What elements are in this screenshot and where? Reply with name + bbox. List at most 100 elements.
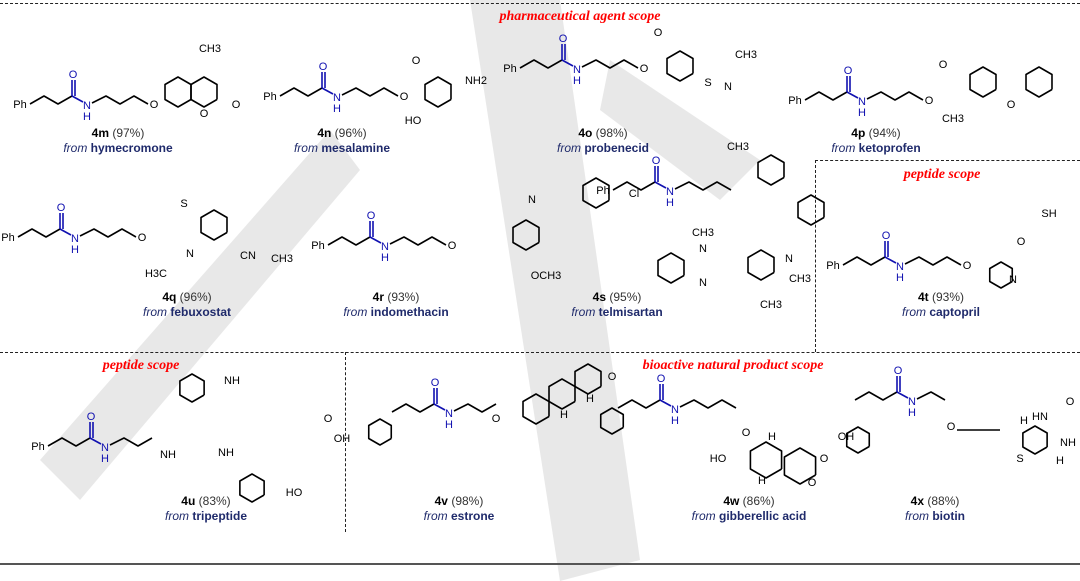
atom-label: O (150, 99, 159, 111)
ring (190, 76, 218, 108)
atom-label: O (559, 33, 568, 45)
from-label: from (831, 141, 856, 155)
bond (884, 256, 897, 264)
atom-label: HO (286, 487, 303, 499)
atom-label: O (69, 69, 78, 81)
atom-label: O (232, 99, 241, 111)
atom-label: H (858, 107, 866, 119)
bond (391, 403, 435, 413)
compound-caption-4w: 4w (86%)from gibberellic acid (692, 494, 807, 524)
compound-id: 4q (162, 290, 177, 304)
source-name: indomethacin (370, 305, 449, 319)
atom-label: N (83, 100, 91, 112)
atom-label: H (83, 111, 91, 123)
source-name: captopril (929, 305, 981, 319)
compound-yield: (95%) (609, 290, 642, 304)
atom-label: O (492, 413, 501, 425)
divider (0, 352, 1080, 353)
atom-label: N (671, 404, 679, 416)
atom-label: O (939, 59, 948, 71)
bond (904, 256, 962, 266)
bond (341, 87, 399, 97)
atom-label: N (573, 64, 581, 76)
compound-id: 4m (91, 126, 109, 140)
compound-yield: (86%) (742, 494, 775, 508)
atom-label: Ph (13, 99, 26, 111)
from-label: from (691, 509, 716, 523)
bond (804, 91, 848, 101)
atom-label: Cl (629, 188, 639, 200)
atom-label: CH3 (199, 43, 221, 55)
atom-label: O (431, 377, 440, 389)
atom-label: S (704, 77, 711, 89)
section-header-natural-product: bioactive natural product scope (642, 358, 824, 373)
source-name: febuxostat (170, 305, 232, 319)
bond (47, 437, 91, 447)
from-label: from (423, 509, 448, 523)
source-name: biotin (932, 509, 965, 523)
ring (574, 363, 602, 395)
watermark-stroke (600, 60, 760, 200)
bond (17, 228, 61, 238)
bond (433, 403, 446, 411)
atom-label: N (858, 96, 866, 108)
atom-label: CH3 (727, 141, 749, 153)
atom-label: OH (334, 433, 351, 445)
compound-caption-4v: 4v (98%)from estrone (424, 494, 495, 524)
source-name: estrone (450, 509, 495, 523)
from-label: from (63, 141, 88, 155)
atom-label: HO (710, 453, 727, 465)
atom-label: O (412, 55, 421, 67)
bond (846, 91, 859, 99)
watermark-stroke (470, 0, 640, 581)
bond (854, 391, 898, 401)
atom-label: N (908, 396, 916, 408)
bond (79, 228, 137, 238)
from-label: from (343, 305, 368, 319)
atom-label: H (666, 197, 674, 209)
from-label: from (905, 509, 929, 523)
bond (29, 95, 73, 105)
atom-label: O (87, 411, 96, 423)
atom-label: Ph (1, 232, 14, 244)
bond (612, 181, 656, 191)
compound-id: 4r (372, 290, 384, 304)
compound-caption-4s: 4s (95%)from telmisartan (571, 290, 662, 320)
from-label: from (164, 509, 189, 523)
compound-caption-4n: 4n (96%)from mesalamine (294, 126, 390, 156)
atom-label: NH (1060, 437, 1076, 449)
atom-label: Ph (596, 185, 609, 197)
ring (749, 441, 783, 479)
ring (757, 154, 785, 186)
source-name: hymecromone (90, 141, 173, 155)
divider (345, 352, 346, 532)
bond (89, 437, 102, 445)
ring (657, 252, 685, 284)
atom-label: NH (224, 375, 240, 387)
atom-label: Ph (263, 91, 276, 103)
compound-id: 4p (851, 126, 866, 140)
atom-label: H (573, 75, 581, 87)
atom-label: H (768, 431, 776, 443)
atom-label: NH (218, 447, 234, 459)
atom-label: NH2 (465, 75, 487, 87)
ring (666, 50, 694, 82)
atom-label: O (324, 413, 333, 425)
atom-label: H (758, 475, 766, 487)
atom-label: H (1020, 415, 1028, 427)
atom-label: O (367, 210, 376, 222)
atom-label: CH3 (789, 273, 811, 285)
bond (519, 59, 563, 69)
atom-label: O (448, 240, 457, 252)
atom-label: N (528, 194, 536, 206)
ring (1022, 425, 1048, 455)
bond (581, 59, 639, 69)
atom-label: H (333, 103, 341, 115)
atom-label: O (894, 365, 903, 377)
